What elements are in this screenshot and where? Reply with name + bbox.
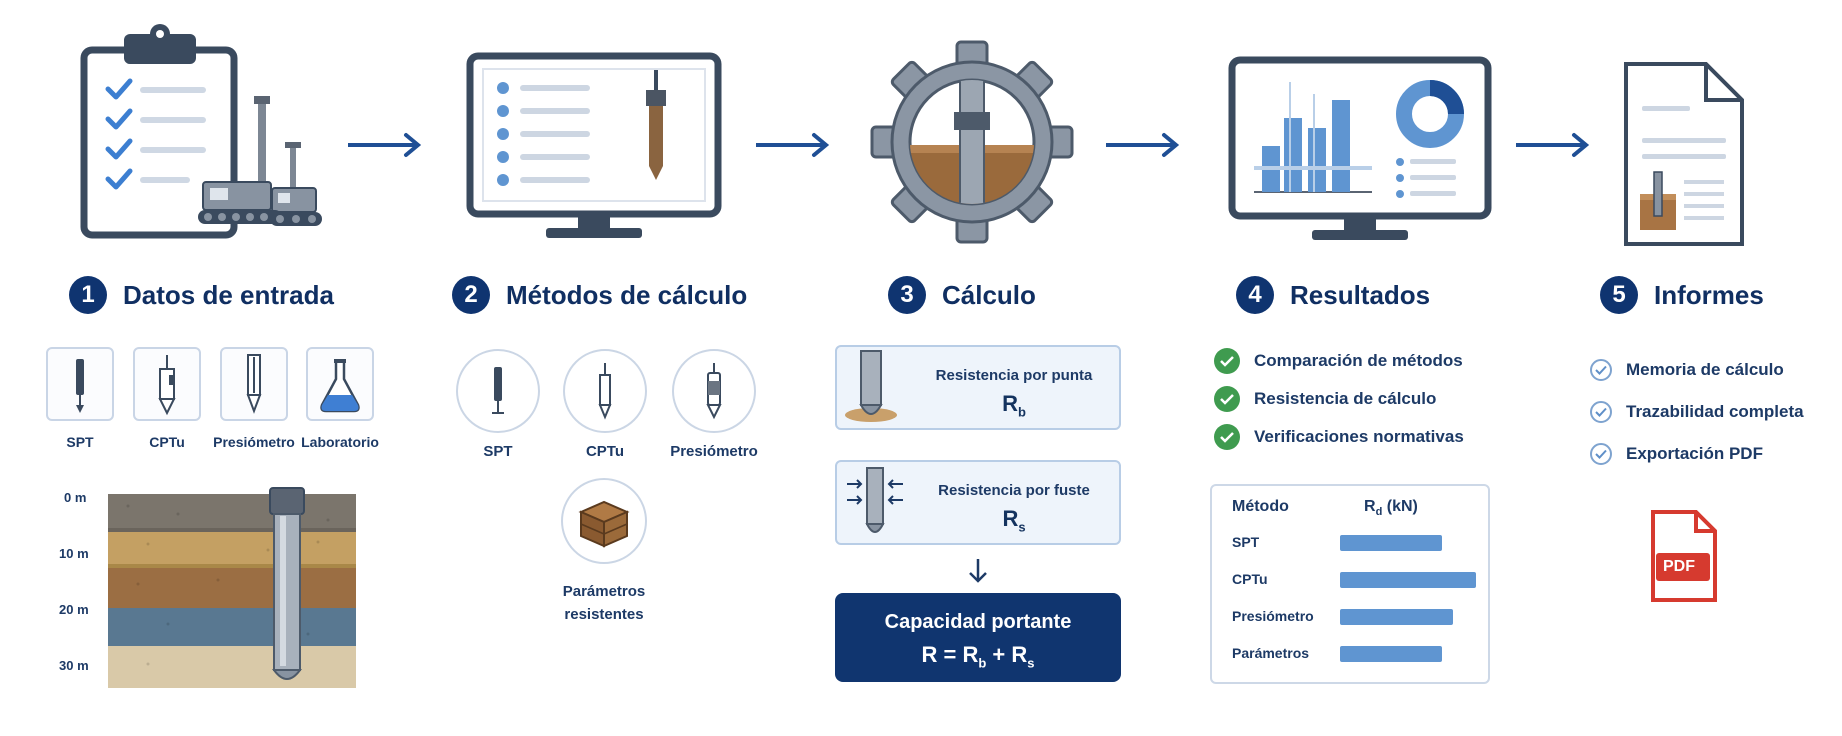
step-number: 5: [1600, 276, 1638, 314]
depth-label-0: 0 m: [64, 490, 87, 505]
shaft-resistance-box: Resistencia por fuste Rs: [835, 460, 1121, 545]
monitor-results-chart-illustration: [1228, 56, 1492, 240]
arrow-right-icon: [1106, 133, 1180, 157]
table-row-bar: [1340, 572, 1476, 588]
table-header-method: Método: [1232, 498, 1289, 515]
tool-card-laboratorio: [306, 347, 374, 421]
pdf-file-icon[interactable]: PDF: [1650, 509, 1718, 603]
shaft-resistance-label: Resistencia por fuste: [938, 482, 1090, 499]
spt-probe-icon: [76, 359, 84, 413]
check-circle-icon: [1214, 424, 1240, 450]
report-item-1: Memoria de cálculo: [1590, 359, 1784, 381]
check-label: Resistencia de cálculo: [1254, 389, 1437, 408]
pressuremeter-probe-icon: [246, 354, 262, 414]
arrow-right-icon: [756, 133, 830, 157]
method-caption-presiometro: Presiómetro: [670, 443, 758, 460]
report-item-label: Exportación PDF: [1626, 444, 1763, 463]
tip-resistance-symbol: Rb: [1002, 391, 1026, 420]
lab-flask-icon: [320, 359, 360, 413]
cptu-cone-icon: [158, 355, 176, 416]
tool-card-presiometro: [220, 347, 288, 421]
check-label: Comparación de métodos: [1254, 351, 1463, 370]
table-header-value: Rd (kN): [1364, 498, 1418, 519]
report-item-label: Trazabilidad completa: [1626, 402, 1804, 421]
step-number: 1: [69, 276, 107, 314]
report-item-label: Memoria de cálculo: [1626, 360, 1784, 379]
step-label: Resultados: [1290, 279, 1431, 310]
arrow-right-icon: [1516, 133, 1590, 157]
check-circle-icon: [1214, 348, 1240, 374]
pile-shaft-friction-icon: [847, 467, 903, 533]
check-circle-outline-icon: [1590, 443, 1612, 465]
bearing-capacity-box: Capacidad portante R = Rb + Rs: [835, 593, 1121, 682]
tool-caption-cptu: CPTu: [149, 434, 185, 450]
check-circle-icon: [1214, 386, 1240, 412]
tool-card-spt: [46, 347, 114, 421]
soil-profile-illustration: [108, 487, 356, 688]
tip-resistance-box: Resistencia por punta Rb: [835, 345, 1121, 430]
bearing-capacity-formula: R = Rb + Rs: [921, 642, 1035, 671]
method-caption-cptu: CPTu: [585, 443, 625, 460]
tool-caption-spt: SPT: [66, 434, 94, 450]
step-2-title: 2 Métodos de cálculo: [452, 276, 747, 314]
result-check-2: Resistencia de cálculo: [1214, 386, 1436, 412]
table-row-bar: [1340, 535, 1442, 551]
method-spt-icon: [456, 349, 540, 433]
step-number: 3: [888, 276, 926, 314]
table-row-bar: [1340, 609, 1453, 625]
depth-label-10: 10 m: [59, 546, 89, 561]
method-soil-block-icon: [561, 478, 647, 564]
tool-caption-presiometro: Presiómetro: [213, 434, 295, 450]
table-row-bar: [1340, 646, 1442, 662]
method-presiometro-icon: [672, 349, 756, 433]
table-row-label: Parámetros: [1232, 645, 1310, 661]
method-cptu-icon: [563, 349, 647, 433]
step-number: 4: [1236, 276, 1274, 314]
report-document-icon: [1624, 62, 1744, 246]
depth-label-20: 20 m: [59, 602, 89, 617]
step-label: Métodos de cálculo: [506, 279, 748, 310]
step-label: Informes: [1654, 279, 1764, 310]
step-4-title: 4 Resultados: [1236, 276, 1430, 314]
method-caption-spt: SPT: [483, 443, 513, 460]
report-item-2: Trazabilidad completa: [1590, 401, 1804, 423]
check-circle-outline-icon: [1590, 359, 1612, 381]
depth-label-30: 30 m: [59, 658, 89, 673]
arrow-down-icon: [969, 559, 987, 583]
tool-card-cptu: [133, 347, 201, 421]
tool-caption-laboratorio: Laboratorio: [301, 434, 379, 450]
gear-calculation-icon: [870, 40, 1074, 244]
result-check-3: Verificaciones normativas: [1214, 424, 1464, 450]
check-label: Verificaciones normativas: [1254, 427, 1464, 446]
pile-tip-icon: [845, 350, 897, 422]
monitor-methods-illustration: [466, 52, 722, 238]
method-caption-params-line1: Parámetros: [562, 583, 646, 600]
arrow-right-icon: [348, 133, 422, 157]
pdf-label: PDF: [1663, 558, 1695, 575]
tip-resistance-label: Resistencia por punta: [935, 367, 1093, 384]
step-label: Cálculo: [942, 279, 1036, 310]
table-row-label: Presiómetro: [1232, 608, 1314, 624]
method-caption-params-line2: resistentes: [564, 606, 644, 623]
check-circle-outline-icon: [1590, 401, 1612, 423]
step-label: Datos de entrada: [123, 279, 334, 310]
bearing-capacity-title: Capacidad portante: [884, 611, 1072, 633]
step-3-title: 3 Cálculo: [888, 276, 1036, 314]
report-item-3: Exportación PDF: [1590, 443, 1763, 465]
shaft-resistance-symbol: Rs: [1002, 506, 1026, 535]
table-row-label: SPT: [1232, 534, 1260, 550]
step-number: 2: [452, 276, 490, 314]
clipboard-rig-illustration: [80, 24, 322, 239]
step-5-title: 5 Informes: [1600, 276, 1764, 314]
step-1-title: 1 Datos de entrada: [69, 276, 334, 314]
table-row-label: CPTu: [1232, 571, 1268, 587]
result-check-1: Comparación de métodos: [1214, 348, 1463, 374]
